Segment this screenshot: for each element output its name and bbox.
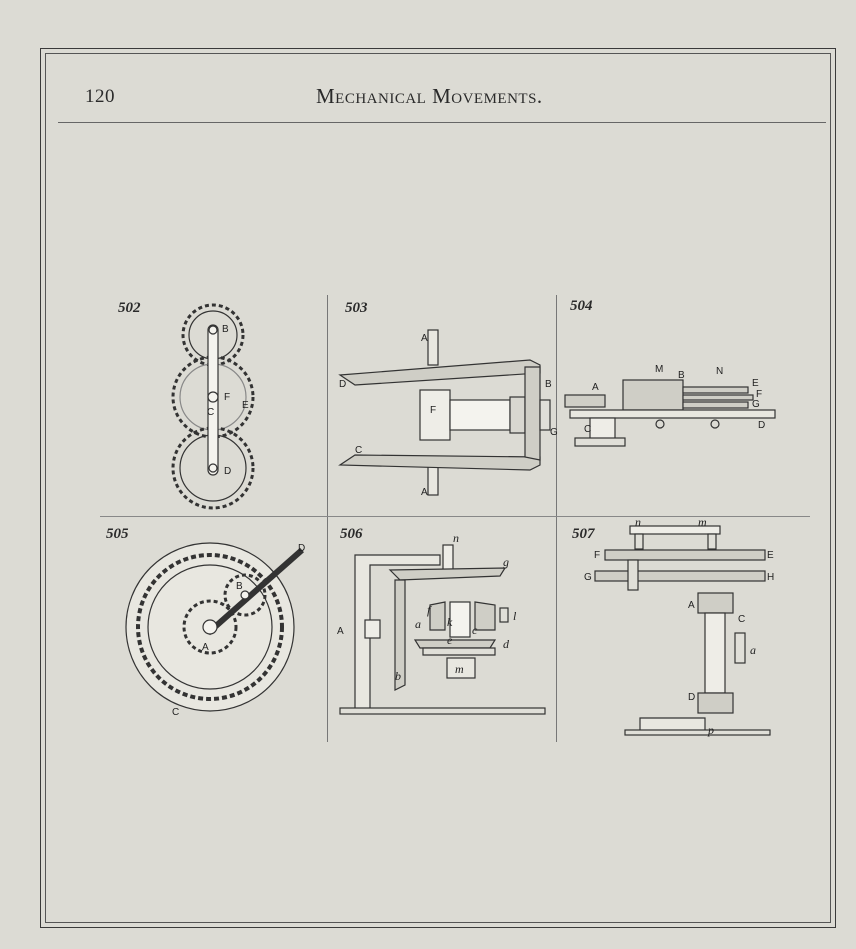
figure-507-label-g: G xyxy=(584,572,592,583)
figure-505-label-b: B xyxy=(236,581,243,592)
figure-502-label-e: E xyxy=(242,400,249,411)
figure-507-label-m: m xyxy=(698,515,707,529)
running-head-title: Mechanical Movements. xyxy=(316,84,543,108)
figure-504-label-g: G xyxy=(752,399,760,410)
figure-505-number: 505 xyxy=(106,526,129,542)
figure-504-label-b: B xyxy=(678,370,685,381)
figure-506-label-c: c xyxy=(472,623,478,637)
page-number: 120 xyxy=(85,86,115,107)
figure-504-number: 504 xyxy=(570,298,593,314)
figure-503-label-g: G xyxy=(550,427,558,438)
figure-503-label-a-bottom: A xyxy=(421,487,428,498)
figure-502-drawing: B F C E D xyxy=(171,303,255,510)
figure-507-label-f: F xyxy=(594,550,600,561)
figure-506-label-g: g xyxy=(503,555,509,569)
figure-506-label-a: a xyxy=(415,617,421,631)
figure-504-label-m: M xyxy=(655,364,663,375)
figure-506-label-b: b xyxy=(395,669,401,683)
figure-506-label-f: f xyxy=(427,603,432,617)
figure-507-label-d: D xyxy=(688,692,695,703)
figure-503-label-d: D xyxy=(339,379,346,390)
figure-504-label-a: A xyxy=(592,382,599,393)
figure-504-label-e: E xyxy=(752,378,759,389)
figure-506-drawing: n g f k l A a c d e b m xyxy=(337,531,546,715)
figure-504-label-f: F xyxy=(756,389,762,400)
figure-506-label-m: m xyxy=(455,662,464,676)
figure-502-label-b: B xyxy=(222,324,229,335)
header-rule xyxy=(58,122,826,123)
figure-506-number: 506 xyxy=(340,526,363,542)
figure-503-drawing: A D B F G C A xyxy=(338,329,558,498)
figure-502-label-c: C xyxy=(207,407,214,418)
figure-506-label-k: k xyxy=(447,615,453,629)
figure-507-label-n: n xyxy=(635,515,641,529)
panel-divider-vertical-2 xyxy=(556,295,557,742)
figure-505-label-c: C xyxy=(172,707,179,718)
figure-507-label-a: A xyxy=(688,600,695,611)
figure-502-number: 502 xyxy=(118,300,141,316)
figure-502-label-f: F xyxy=(224,392,230,403)
panel-divider-vertical-1 xyxy=(327,295,328,742)
figure-506-label-d: d xyxy=(503,637,510,651)
figure-507-label-a-small: a xyxy=(750,643,756,657)
figure-504-label-d: D xyxy=(758,420,765,431)
figure-507-label-e: E xyxy=(767,550,774,561)
figure-507-label-c: C xyxy=(738,614,745,625)
figure-507-label-h: H xyxy=(767,572,774,583)
figure-507-number: 507 xyxy=(572,526,595,542)
figure-502-label-d: D xyxy=(224,466,231,477)
figure-506-label-a-upper: A xyxy=(337,626,344,637)
figure-504-label-n: N xyxy=(716,366,723,377)
figure-507-drawing: n m F E G H A C a D p xyxy=(584,515,774,737)
figure-503-label-a-top: A xyxy=(421,333,428,344)
figure-503-label-b: B xyxy=(545,379,552,390)
figure-504-label-c: C xyxy=(584,424,591,435)
figure-507-label-p: p xyxy=(707,723,714,737)
figure-505-label-d: D xyxy=(298,543,305,554)
figure-504-drawing: A M B N E F G C D xyxy=(564,364,776,447)
figure-503-label-c: C xyxy=(355,445,362,456)
figure-506-label-e: e xyxy=(447,633,453,647)
panel-divider-horizontal xyxy=(100,516,810,517)
figure-506-label-l: l xyxy=(513,609,517,623)
figure-505-drawing: D B A C xyxy=(125,542,305,718)
figure-506-label-n: n xyxy=(453,531,459,545)
figure-505-label-a: A xyxy=(202,642,209,653)
page-border xyxy=(40,48,836,928)
figure-503-label-f: F xyxy=(430,405,436,416)
figure-503-number: 503 xyxy=(345,300,368,316)
